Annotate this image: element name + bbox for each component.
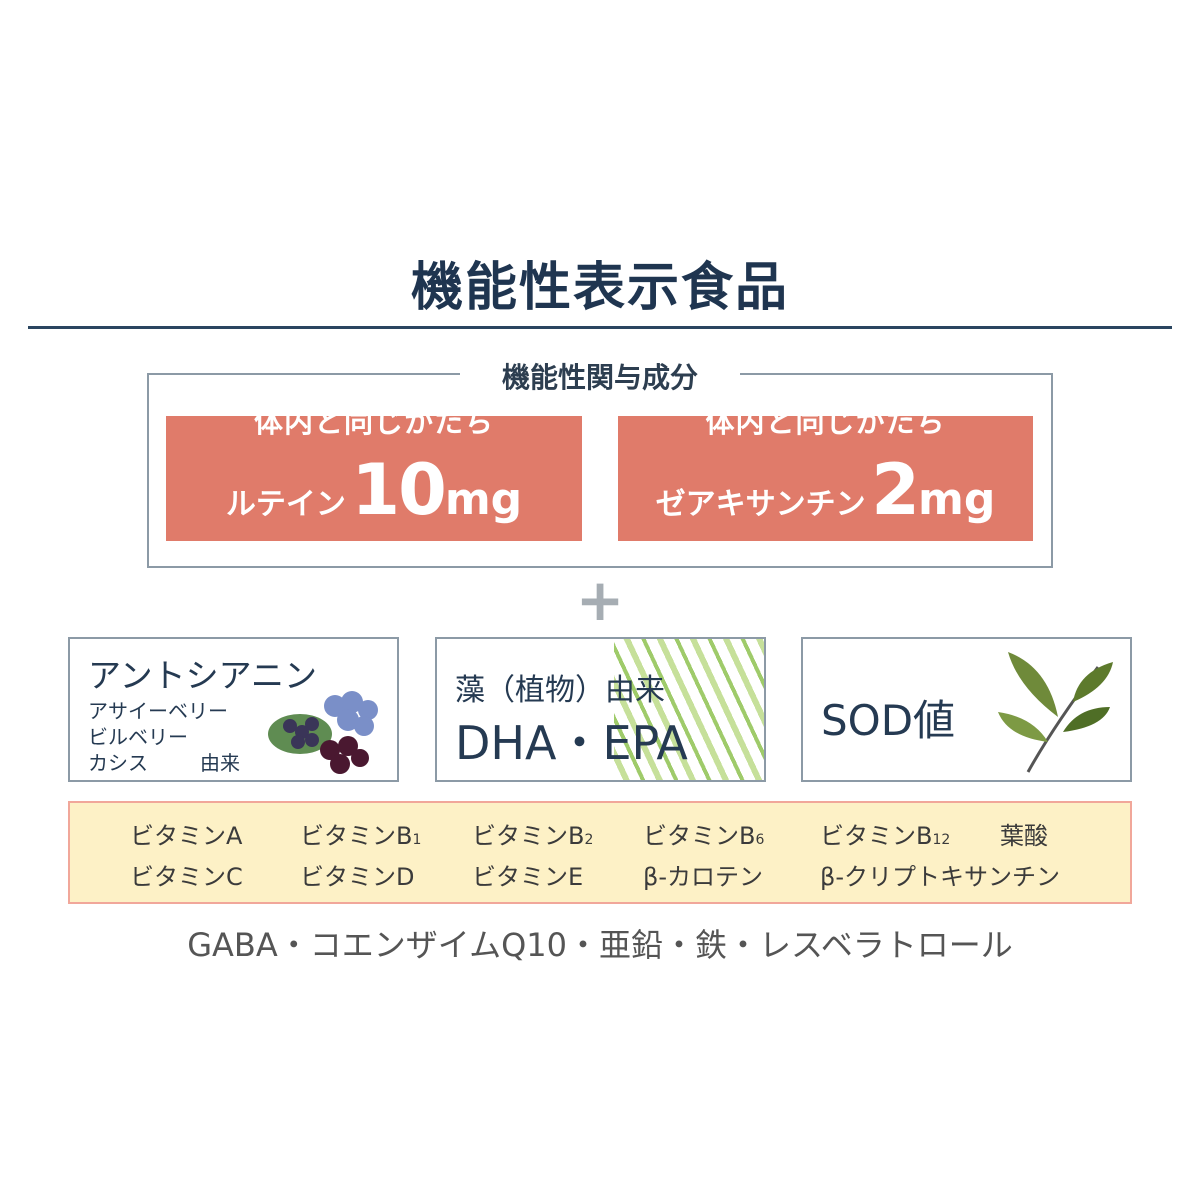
- vitamin-name: 葉酸: [1000, 822, 1048, 850]
- zeaxanthin-unit: mg: [917, 474, 996, 525]
- vitamin-name: ビタミンB: [472, 822, 585, 850]
- lutein-unit: mg: [444, 474, 523, 525]
- vitamin-name: ビタミンB: [643, 822, 756, 850]
- vitamin-item: ビタミンD: [300, 857, 414, 892]
- sod-card: SOD値: [801, 637, 1132, 782]
- dha-origin: 藻（植物）由来: [455, 673, 665, 708]
- vitamin-item: ビタミンB2: [472, 816, 593, 851]
- vitamin-item: β-カロテン: [643, 857, 763, 892]
- vitamin-name: ビタミンE: [472, 863, 584, 891]
- tea-leaf-icon: [998, 652, 1113, 773]
- page-title: 機能性表示食品: [410, 258, 789, 318]
- origin-label: 由来: [200, 751, 240, 775]
- zeaxanthin-subtitle: 体内と同じかたち: [705, 405, 946, 439]
- algae-image: [614, 639, 764, 780]
- lutein-amount: 10: [351, 449, 446, 531]
- anthocyanin-card: アントシアニン アサイーベリー ビルベリー カシス 由来: [68, 637, 399, 782]
- vitamin-name: β-クリプトキサンチン: [820, 863, 1060, 891]
- vitamin-item: ビタミンA: [130, 816, 242, 851]
- dha-epa-title: DHA・EPA: [455, 716, 688, 770]
- lutein-box: 体内と同じかたち ルテイン 10mg: [166, 405, 582, 541]
- source-acai: アサイーベリー: [88, 699, 228, 723]
- vitamin-item: ビタミンB6: [643, 816, 764, 851]
- vitamin-item: β-クリプトキサンチン: [820, 857, 1060, 892]
- vitamin-name: ビタミンA: [130, 822, 243, 850]
- source-bilberry: ビルベリー: [88, 725, 188, 749]
- title-divider: [28, 326, 1172, 329]
- anthocyanin-title: アントシアニン: [88, 656, 318, 695]
- vitamin-item: ビタミンB12: [820, 816, 950, 851]
- vitamin-item: ビタミンE: [472, 857, 583, 892]
- vitamin-name: ビタミンB: [300, 822, 413, 850]
- vitamin-item: 葉酸: [1000, 816, 1048, 851]
- dha-epa-card: 藻（植物）由来 DHA・EPA: [435, 637, 766, 782]
- zeaxanthin-amount: 2: [871, 449, 920, 531]
- plus-icon: +: [575, 566, 625, 634]
- lutein-subtitle: 体内と同じかたち: [253, 405, 494, 439]
- vitamin-subscript: 1: [412, 832, 422, 848]
- zeaxanthin-box: 体内と同じかたち ゼアキサンチン 2mg: [618, 405, 1033, 541]
- other-ingredients: GABA・コエンザイムQ10・亜鉛・鉄・レスベラトロール: [187, 926, 1013, 964]
- zeaxanthin-name: ゼアキサンチン: [655, 487, 866, 522]
- vitamins-box: [68, 801, 1132, 904]
- vitamin-subscript: 12: [932, 832, 951, 848]
- sod-title: SOD値: [821, 696, 956, 745]
- vitamin-name: ビタミンB: [820, 822, 933, 850]
- lutein-name: ルテイン: [225, 487, 346, 522]
- source-cassis: カシス: [88, 751, 148, 775]
- vitamin-item: ビタミンB1: [300, 816, 421, 851]
- vitamin-name: β-カロテン: [643, 863, 763, 891]
- vitamin-name: ビタミンC: [130, 863, 243, 891]
- vitamin-subscript: 6: [755, 832, 765, 848]
- vitamin-subscript: 2: [584, 832, 594, 848]
- functional-ingredients-legend: 機能性関与成分: [460, 356, 740, 396]
- berries-icon: [268, 691, 378, 774]
- vitamin-item: ビタミンC: [130, 857, 243, 892]
- vitamin-name: ビタミンD: [300, 863, 415, 891]
